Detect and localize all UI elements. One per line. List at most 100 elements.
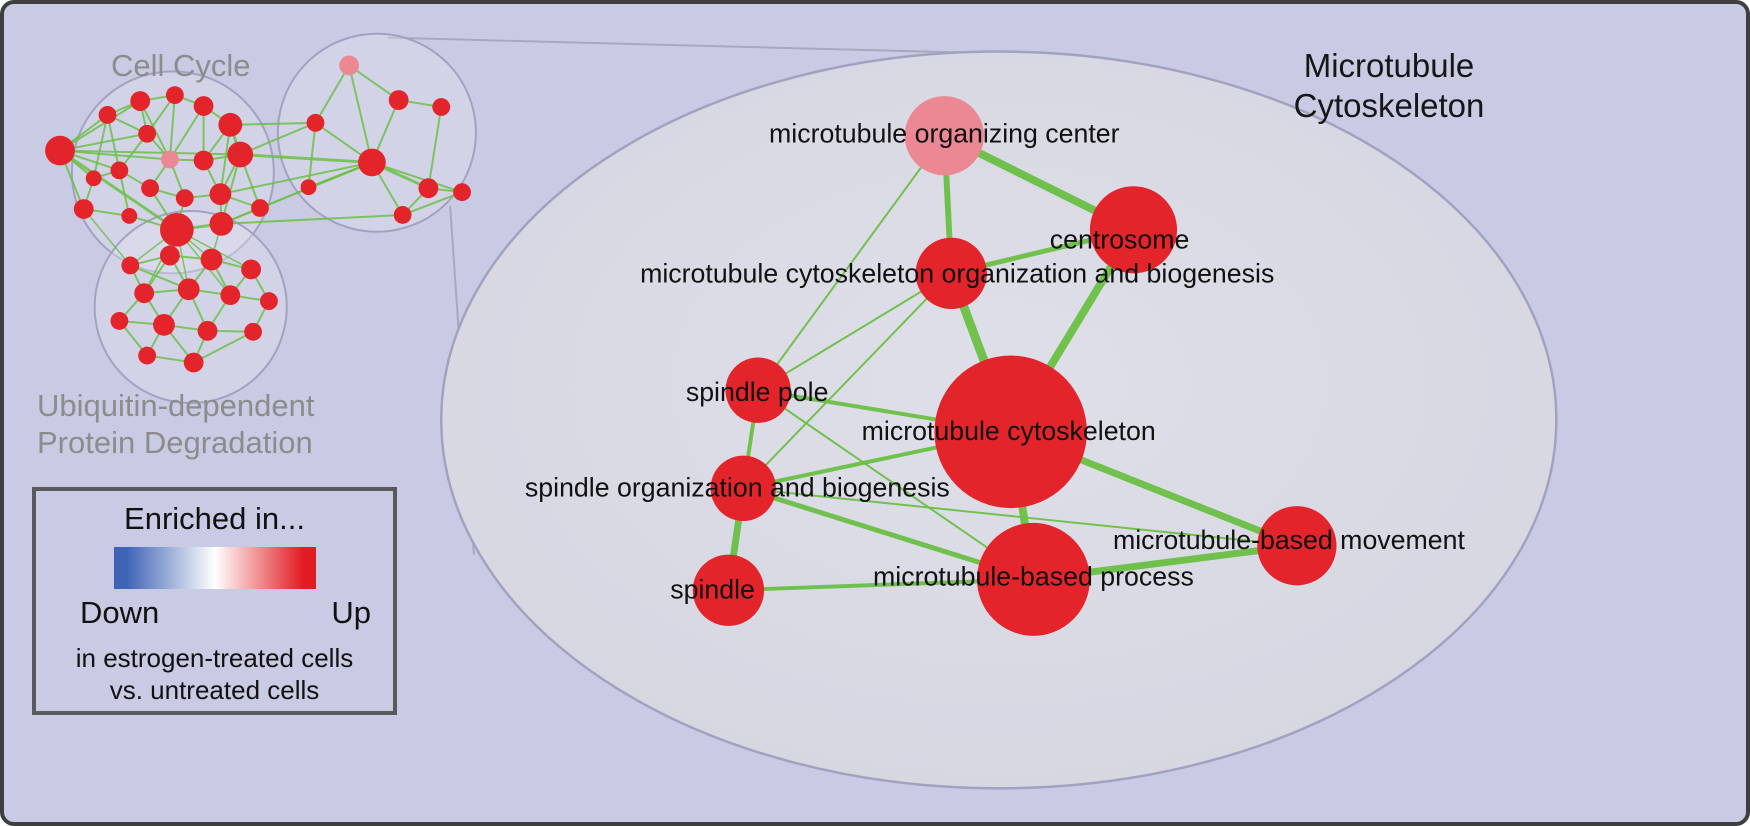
legend-caption-line2: vs. untreated cells: [109, 674, 320, 705]
overview-edge[interactable]: [106, 114, 121, 171]
cluster-label-cell-cycle: Cell Cycle: [111, 48, 251, 83]
overview-node[interactable]: [98, 106, 117, 124]
cluster-hull-microtubule-cytoskeleton: [276, 32, 477, 233]
overview-edge[interactable]: [402, 191, 463, 216]
overview-edge[interactable]: [169, 105, 205, 161]
gene-set-node[interactable]: [904, 96, 984, 176]
overview-node[interactable]: [159, 245, 180, 266]
gene-set-node[interactable]: [934, 355, 1087, 509]
legend-caption-line1: in estrogen-treated cells: [75, 643, 354, 673]
overview-node[interactable]: [85, 170, 102, 187]
network-canvas: microtubule organizing centercentrosomem…: [45, 32, 1558, 790]
overview-node[interactable]: [193, 150, 214, 171]
gene-set-label: microtubule-based process: [873, 561, 1194, 591]
overview-edge[interactable]: [83, 208, 131, 266]
gene-set-node[interactable]: [1257, 506, 1337, 586]
overview-node[interactable]: [306, 113, 325, 132]
overview-node[interactable]: [200, 248, 223, 271]
overview-edge[interactable]: [371, 161, 463, 194]
overview-node[interactable]: [218, 112, 243, 137]
overview-node[interactable]: [153, 313, 175, 336]
overview-edge[interactable]: [240, 153, 373, 164]
overview-node[interactable]: [183, 352, 204, 373]
overview-node[interactable]: [110, 311, 129, 330]
legend-title: Enriched in...: [124, 501, 305, 536]
overview-edge[interactable]: [307, 122, 317, 188]
zoom-connector-line: [387, 36, 1001, 55]
gene-set-node[interactable]: [977, 522, 1090, 636]
gene-set-edge[interactable]: [757, 272, 952, 392]
overview-node[interactable]: [121, 208, 138, 224]
microtubule-title-line1: Microtubule: [1303, 47, 1475, 84]
overview-edge[interactable]: [221, 161, 373, 225]
overview-edge[interactable]: [348, 65, 373, 163]
overview-node[interactable]: [197, 320, 218, 341]
overview-node[interactable]: [244, 322, 262, 341]
overview-node[interactable]: [177, 278, 200, 301]
overview-edge[interactable]: [92, 114, 109, 179]
overview-node[interactable]: [300, 179, 317, 196]
legend-up-label: Up: [331, 595, 371, 630]
cluster-label-ubiquitin: Ubiquitin-dependent Protein Degradation: [37, 388, 315, 461]
overview-node[interactable]: [251, 199, 269, 217]
overview-edge[interactable]: [59, 149, 170, 161]
overview-node[interactable]: [138, 124, 157, 143]
gene-set-label: microtubule cytoskeleton organization an…: [640, 258, 1274, 288]
overview-node[interactable]: [165, 86, 184, 105]
gene-set-label: microtubule-based movement: [1113, 525, 1466, 555]
overview-edge[interactable]: [193, 330, 254, 364]
overview-node[interactable]: [393, 206, 412, 224]
overview-node[interactable]: [227, 141, 254, 168]
overview-node[interactable]: [193, 96, 214, 116]
overview-node[interactable]: [260, 292, 278, 311]
overview-node[interactable]: [209, 183, 232, 206]
overview-node[interactable]: [220, 285, 241, 306]
legend-down-label: Down: [80, 595, 160, 630]
gene-set-label: microtubule cytoskeleton: [862, 416, 1156, 446]
overview-node[interactable]: [141, 179, 160, 198]
gene-set-node[interactable]: [725, 357, 791, 423]
overview-node[interactable]: [138, 346, 157, 365]
overview-node[interactable]: [453, 183, 471, 202]
gene-set-node[interactable]: [1089, 186, 1178, 274]
gene-set-edge[interactable]: [742, 272, 952, 489]
overview-edge[interactable]: [230, 121, 316, 126]
gene-set-node[interactable]: [692, 554, 765, 626]
overview-node[interactable]: [241, 259, 262, 280]
overview-node[interactable]: [388, 90, 409, 110]
overview-edge[interactable]: [239, 121, 316, 156]
overview-node[interactable]: [110, 161, 129, 180]
overview-edge[interactable]: [59, 149, 178, 232]
overview-edge[interactable]: [314, 64, 350, 124]
overview-edge[interactable]: [221, 213, 403, 225]
overview-node[interactable]: [432, 98, 451, 116]
gene-set-label: spindle pole: [686, 377, 829, 407]
overview-node[interactable]: [130, 91, 151, 111]
legend: Enriched in... Down Up in estrogen-treat…: [32, 487, 397, 715]
gene-set-edge[interactable]: [743, 487, 1297, 547]
overview-node[interactable]: [339, 55, 360, 76]
gene-set-edge[interactable]: [757, 135, 946, 391]
overview-edge[interactable]: [427, 106, 443, 189]
cluster-hull-ubiquitin: [93, 209, 288, 405]
overview-node[interactable]: [175, 189, 194, 208]
gene-set-label: microtubule organizing center: [769, 119, 1120, 149]
overview-node[interactable]: [134, 283, 155, 304]
ubiquitin-title-line1: Ubiquitin-dependent: [37, 388, 315, 423]
overview-node[interactable]: [358, 148, 386, 177]
overview-node[interactable]: [45, 135, 75, 166]
overview-edge[interactable]: [59, 100, 141, 152]
overview-edge[interactable]: [348, 64, 400, 101]
overview-node[interactable]: [160, 150, 179, 169]
overview-edge[interactable]: [168, 95, 176, 160]
overview-node[interactable]: [73, 199, 94, 219]
overview-edge[interactable]: [220, 161, 373, 196]
overview-node[interactable]: [418, 178, 439, 199]
gene-set-node[interactable]: [710, 455, 776, 521]
overview-node[interactable]: [159, 212, 194, 247]
gene-set-node[interactable]: [915, 237, 987, 310]
overview-node[interactable]: [121, 256, 140, 275]
cluster-label-microtubule-cytoskeleton: Microtubule Cytoskeleton: [1274, 46, 1504, 127]
overview-node[interactable]: [209, 211, 234, 236]
